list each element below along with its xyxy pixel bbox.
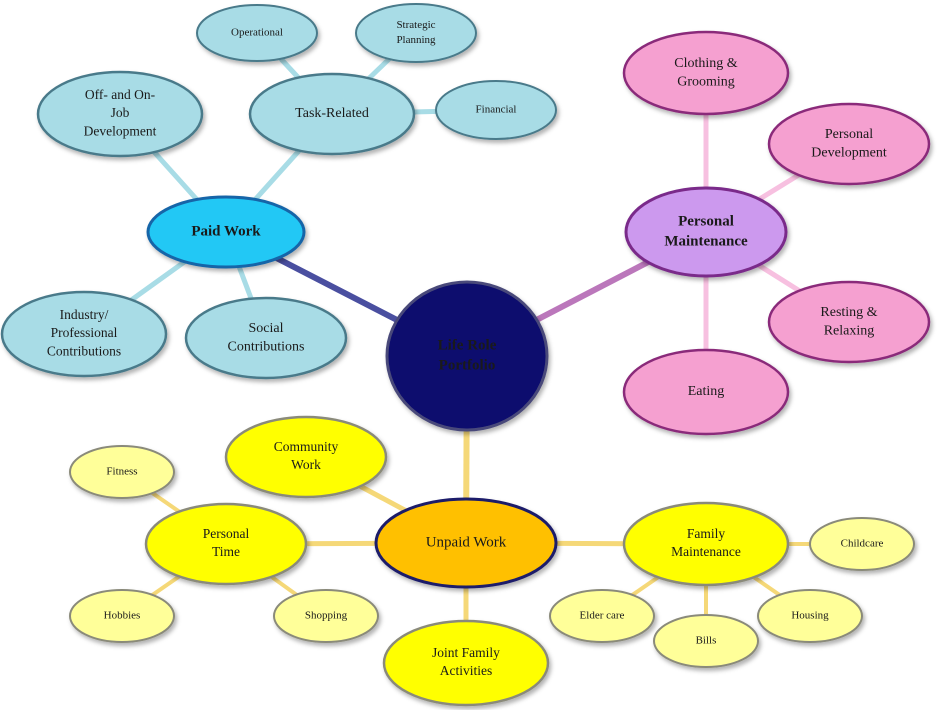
node-shape-bills — [653, 614, 759, 668]
node-label-resting-relaxing-0: Resting & — [820, 305, 877, 320]
node-label-unpaid-work-0: Unpaid Work — [426, 534, 507, 550]
node-elder-care[interactable]: Elder care — [549, 589, 655, 643]
node-childcare[interactable]: Childcare — [809, 517, 915, 571]
node-shape-family-maintenance — [622, 501, 790, 587]
node-label-personal-maintenance-0: Personal — [678, 213, 734, 229]
node-shape-off-on-job-development — [36, 70, 204, 158]
node-bills[interactable]: Bills — [653, 614, 759, 668]
node-eating[interactable]: Eating — [622, 348, 790, 436]
node-label-strategic-planning-0: Strategic — [396, 19, 435, 31]
node-label-joint-family-activities-0: Joint Family — [432, 645, 500, 660]
node-label-social-contributions-0: Social — [249, 321, 284, 336]
node-shape-resting-relaxing — [767, 280, 931, 364]
node-shape-hobbies — [69, 589, 175, 643]
node-shape-task-related — [248, 72, 416, 156]
node-label-financial-0: Financial — [476, 104, 517, 116]
node-label-industry-professional-contributions-1: Professional — [51, 325, 118, 340]
node-label-hobbies-0: Hobbies — [104, 610, 141, 622]
node-shape-clothing-grooming — [622, 30, 790, 116]
node-financial[interactable]: Financial — [435, 80, 557, 140]
node-shape-fitness — [69, 445, 175, 499]
node-unpaid-work[interactable]: Unpaid Work — [374, 497, 558, 589]
node-label-joint-family-activities-1: Activities — [440, 663, 493, 678]
node-label-off-on-job-development-2: Development — [84, 123, 157, 138]
node-shape-housing — [757, 589, 863, 643]
node-resting-relaxing[interactable]: Resting & Relaxing — [767, 280, 931, 364]
node-label-personal-time-1: Time — [212, 544, 240, 559]
node-housing[interactable]: Housing — [757, 589, 863, 643]
node-label-center-1: Portfolio — [439, 358, 496, 374]
node-shape-childcare — [809, 517, 915, 571]
node-task-related[interactable]: Task-Related — [248, 72, 416, 156]
node-shape-industry-professional-contributions — [0, 290, 168, 378]
node-label-fitness-0: Fitness — [106, 466, 137, 478]
node-shape-personal-maintenance — [624, 186, 788, 278]
node-shape-paid-work — [146, 195, 306, 269]
node-label-center-0: Life Role — [438, 337, 497, 353]
node-label-operational-0: Operational — [231, 27, 283, 39]
node-label-industry-professional-contributions-2: Contributions — [47, 343, 121, 358]
node-shape-unpaid-work — [374, 497, 558, 589]
node-label-strategic-planning-1: Planning — [396, 34, 436, 46]
node-label-elder-care-0: Elder care — [580, 610, 625, 622]
node-shape-strategic-planning — [355, 3, 477, 63]
node-shape-financial — [435, 80, 557, 140]
node-label-personal-maintenance-1: Maintenance — [664, 234, 748, 250]
node-label-family-maintenance-0: Family — [687, 526, 726, 541]
node-label-housing-0: Housing — [791, 610, 829, 622]
node-label-personal-time-0: Personal — [203, 526, 250, 541]
node-label-social-contributions-1: Contributions — [227, 340, 304, 355]
node-label-off-on-job-development-0: Off- and On- — [85, 87, 156, 102]
node-label-community-work-1: Work — [291, 457, 321, 472]
node-fitness[interactable]: Fitness — [69, 445, 175, 499]
node-shape-eating — [622, 348, 790, 436]
node-shape-shopping — [273, 589, 379, 643]
node-clothing-grooming[interactable]: Clothing & Grooming — [622, 30, 790, 116]
node-label-industry-professional-contributions-0: Industry/ — [60, 307, 109, 322]
node-shape-social-contributions — [184, 296, 348, 380]
node-hobbies[interactable]: Hobbies — [69, 589, 175, 643]
node-shape-personal-time — [144, 502, 308, 586]
node-label-resting-relaxing-1: Relaxing — [824, 324, 875, 339]
node-label-clothing-grooming-1: Grooming — [677, 75, 735, 90]
node-label-paid-work-0: Paid Work — [191, 223, 261, 239]
node-label-task-related-0: Task-Related — [295, 106, 369, 121]
node-label-shopping-0: Shopping — [305, 610, 348, 622]
node-shape-community-work — [224, 415, 388, 499]
node-paid-work[interactable]: Paid Work — [146, 195, 306, 269]
node-label-community-work-0: Community — [274, 439, 339, 454]
node-shopping[interactable]: Shopping — [273, 589, 379, 643]
node-label-personal-development-1: Development — [811, 146, 887, 161]
node-label-personal-development-0: Personal — [825, 127, 873, 142]
node-label-childcare-0: Childcare — [841, 538, 884, 550]
node-shape-joint-family-activities — [382, 619, 550, 707]
node-label-clothing-grooming-0: Clothing & — [674, 56, 738, 71]
node-label-off-on-job-development-1: Job — [111, 105, 130, 120]
node-shape-personal-development — [767, 102, 931, 186]
node-shape-elder-care — [549, 589, 655, 643]
node-label-bills-0: Bills — [696, 635, 717, 647]
node-shape-operational — [196, 4, 318, 62]
node-operational[interactable]: Operational — [196, 4, 318, 62]
node-shape-center — [385, 280, 549, 432]
node-label-eating-0: Eating — [688, 384, 725, 399]
node-label-family-maintenance-1: Maintenance — [671, 544, 741, 559]
